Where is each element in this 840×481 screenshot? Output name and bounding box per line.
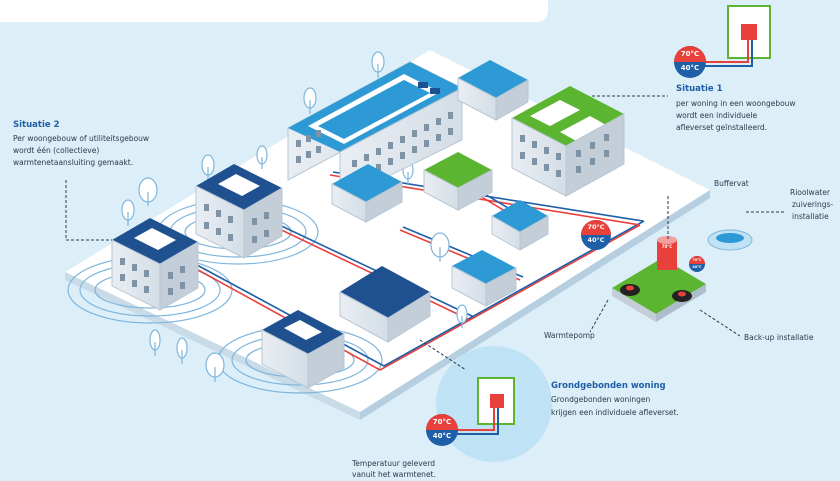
trees xyxy=(121,51,468,382)
situatie1-heat-unit-icon xyxy=(674,5,771,78)
small-hot-temp: 70°C xyxy=(692,258,702,262)
building-green-house xyxy=(423,152,493,211)
situatie1-line1: per woning in een woongebouw xyxy=(676,99,796,108)
situatie1-cold-temp: 40°C xyxy=(680,64,700,72)
grond-cold-temp: 40°C xyxy=(432,432,452,440)
situatie2-title: Situatie 2 xyxy=(13,120,60,130)
temp-badge-main xyxy=(581,220,611,250)
small-cold-temp: 40°C xyxy=(692,265,702,269)
leader-lines xyxy=(65,95,784,371)
grondgebonden-title: Grondgebonden woning xyxy=(551,381,666,391)
grondgebonden-line2: krijgen een individuele afleverset. xyxy=(551,408,679,417)
rioolwater-label-3: installatie xyxy=(792,212,829,221)
building-navy-left xyxy=(111,218,199,311)
main-hot-temp: 70°C xyxy=(587,223,605,231)
header-panel xyxy=(0,0,548,22)
building-blue-house-1 xyxy=(331,164,403,223)
grondgebonden-detail xyxy=(426,346,552,462)
buffer-tank xyxy=(657,240,677,270)
building-green-block xyxy=(511,86,625,197)
situatie2-line1: Per woongebouw of utiliteitsgebouw xyxy=(13,134,150,143)
situatie1-title: Situatie 1 xyxy=(676,84,723,94)
rioolwater-label-1: Rioolwater xyxy=(790,188,830,197)
building-navy-solid xyxy=(339,266,431,343)
temperatuur-label-1: Temperatuur geleverd xyxy=(352,459,436,468)
situatie1-line3: afleverset geïnstalleerd. xyxy=(676,123,768,132)
heat-plant xyxy=(612,229,753,322)
situatie1-hot-temp: 70°C xyxy=(680,50,700,58)
buffer-temp: 70°C xyxy=(661,244,673,249)
grond-hot-temp: 70°C xyxy=(432,418,452,426)
building-blue-house-2 xyxy=(491,200,549,251)
situatie2-line2: wordt één (collectieve) xyxy=(13,146,100,155)
buffervat-label: Buffervat xyxy=(714,179,749,188)
main-cold-temp: 40°C xyxy=(587,236,605,244)
rioolwater-label-2: zuiverings- xyxy=(792,200,834,209)
warmtepomp-label: Warmtepomp xyxy=(544,331,595,340)
building-navy-mid xyxy=(195,164,283,259)
building-navy-bottom xyxy=(261,310,345,389)
building-small-top xyxy=(457,60,529,121)
temperatuur-label-2: vanuit het warmtenet. xyxy=(352,470,436,479)
backup-label: Back-up installatie xyxy=(744,333,814,342)
building-blue-house-3 xyxy=(451,250,517,307)
situatie1-line2: wordt een individuele xyxy=(676,111,758,120)
temp-badge-small xyxy=(689,256,705,272)
situatie2-line3: warmtenetaansluiting gemaakt. xyxy=(13,158,134,167)
grondgebonden-line1: Grondgebonden woningen xyxy=(551,395,651,404)
